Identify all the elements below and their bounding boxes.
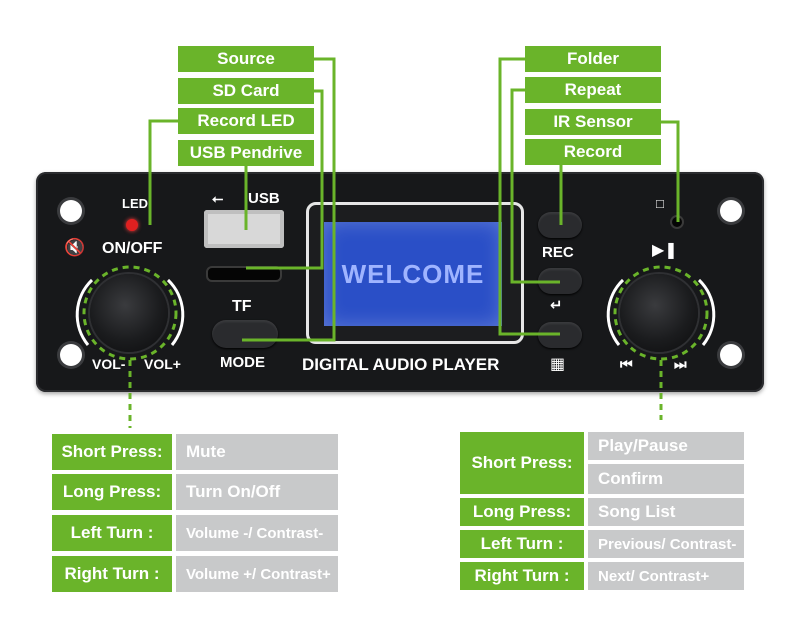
product-name: DIGITAL AUDIO PLAYER [302, 355, 500, 374]
volume-knob[interactable] [90, 274, 168, 352]
callout-folder: Folder [525, 46, 661, 72]
right-table-value-right-turn: Next/ Contrast+ [588, 562, 744, 590]
left-table-value-left-turn: Volume -/ Contrast- [176, 515, 338, 551]
right-table-label-short-press: Short Press: [460, 432, 584, 494]
left-table-value-long-press: Turn On/Off [176, 474, 338, 510]
right-table-label-right-turn: Right Turn : [460, 562, 584, 590]
left-table-value-right-turn: Volume +/ Contrast+ [176, 556, 338, 592]
callout-sd-card: SD Card [178, 78, 314, 104]
mount-hole [720, 344, 742, 366]
folder-icon: ▦ [550, 356, 566, 373]
left-table-label-right-turn: Right Turn : [52, 556, 172, 592]
on-off-label: ON/OFF [102, 240, 163, 257]
tf-card-slot[interactable] [206, 266, 282, 282]
play-pause-icon: ▶❚ [652, 242, 678, 259]
mode-button[interactable] [212, 320, 278, 348]
right-table-label-long-press: Long Press: [460, 498, 584, 526]
left-table-value-short-press: Mute [176, 434, 338, 470]
callout-record-led: Record LED [178, 108, 314, 134]
mount-hole [60, 200, 82, 222]
led-label: LED [122, 196, 148, 211]
lcd-screen [324, 222, 502, 326]
usb-label: USB [248, 190, 280, 207]
tf-label: TF [232, 298, 252, 315]
vol-plus-label: VOL+ [144, 356, 181, 372]
right-table-label-left-turn: Left Turn : [460, 530, 584, 558]
mute-icon: 🔇 [64, 238, 86, 257]
right-table-value-confirm: Confirm [588, 464, 744, 494]
ir-icon: □ [656, 196, 664, 211]
left-table-label-short-press: Short Press: [52, 434, 172, 470]
callout-usb-pendrive: USB Pendrive [178, 140, 314, 166]
callout-repeat: Repeat [525, 77, 661, 103]
callout-record: Record [525, 139, 661, 165]
usb-icon: ⭠ [212, 190, 224, 206]
right-table-value-play-pause: Play/Pause [588, 432, 744, 460]
right-table-value-left-turn: Previous/ Contrast- [588, 530, 744, 558]
left-table-label-left-turn: Left Turn : [52, 515, 172, 551]
next-icon: ⏭ [674, 356, 687, 372]
record-led-indicator [126, 219, 138, 231]
left-table-label-long-press: Long Press: [52, 474, 172, 510]
vol-minus-label: VOL- [92, 356, 126, 372]
mount-hole [720, 200, 742, 222]
repeat-icon: ↵ [550, 297, 563, 314]
right-table-value-long-press: Song List [588, 498, 744, 526]
callout-source: Source [178, 46, 314, 72]
usb-port[interactable] [204, 210, 284, 248]
callout-ir-sensor: IR Sensor [525, 109, 661, 135]
mount-hole [60, 344, 82, 366]
previous-icon: ⏮ [620, 356, 633, 372]
play-knob[interactable] [620, 274, 698, 352]
display-text: WELCOME [341, 258, 485, 289]
mode-label: MODE [220, 354, 265, 371]
rec-label: REC [542, 244, 574, 261]
